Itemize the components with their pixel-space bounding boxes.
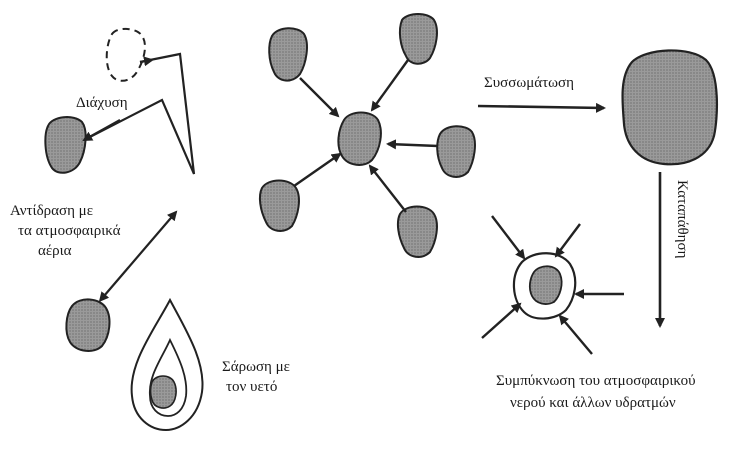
reaction-label-line2: τα ατμοσφαιρικά [18, 222, 121, 241]
condensation-arrow-lower-left [482, 304, 520, 338]
particle-in-raindrop [151, 376, 177, 408]
particle-top-right [400, 14, 437, 64]
arrow-from-bottom-left [294, 154, 340, 186]
arrow-from-right [388, 144, 438, 146]
scavenging-label-line2: τον υετό [226, 378, 277, 397]
scavenging-label-line1: Σάρωση με [222, 358, 290, 377]
diffusion-label: Διάχυση [76, 94, 128, 113]
coagulation-arrow [478, 106, 604, 108]
reaction-label-line3: αέρια [38, 242, 72, 261]
condensation-arrow-upper-left [492, 216, 524, 258]
diffusion-path [84, 54, 194, 174]
large-coagulated-particle [622, 50, 716, 164]
reaction-label-line1: Αντίδραση με [10, 202, 93, 221]
raindrop-outer [132, 300, 203, 430]
diffusion-arrow-to-particle [84, 120, 120, 140]
diffused-particle-outline [107, 29, 145, 81]
condensation-label-line2: νερού και άλλων υδρατμών [510, 394, 676, 413]
condensation-arrow-upper-right [556, 224, 580, 256]
arrow-from-bottom-right [370, 166, 406, 212]
arrow-from-top-right [372, 60, 408, 110]
diffusion-arrow-tip [140, 60, 152, 62]
particle-diffusion-source [45, 117, 85, 173]
particle-condensation-core [530, 266, 562, 304]
particle-center [338, 113, 381, 165]
particle-reaction [66, 299, 109, 351]
condensation-arrow-lower-right [560, 316, 592, 354]
condensation-label-line1: Συμπύκνωση του ατμοσφαιρικού [496, 372, 696, 391]
arrow-from-top-left [300, 78, 338, 116]
deposition-label: Καταπάθηση [673, 180, 690, 258]
particle-top-left [269, 28, 307, 80]
particle-bottom-left [260, 181, 299, 231]
coagulation-label: Συσσωμάτωση [484, 74, 574, 93]
particle-right [437, 126, 475, 177]
particle-bottom-right [398, 207, 437, 257]
